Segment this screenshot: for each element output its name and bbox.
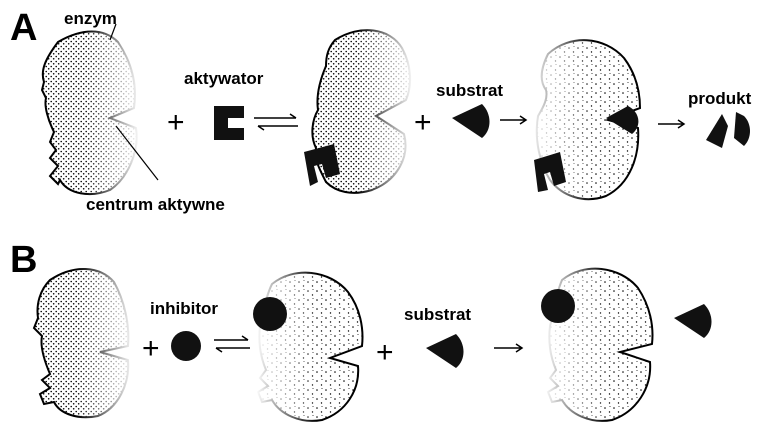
plus-b1: + [142,332,160,365]
plus-a1: + [167,106,185,139]
enzyme-a1 [40,28,140,198]
label-centrum-aktywne: centrum aktywne [86,195,225,214]
enzyme-a3 [530,34,644,206]
equilibrium-arrows-b [214,336,250,352]
bound-inhibitor-b2 [253,297,287,331]
label-inhibitor: inhibitor [150,299,218,318]
arrow-a2 [658,120,684,128]
plus-a2: + [414,106,432,139]
arrow-b1 [494,344,522,352]
label-enzym: enzym [64,9,117,28]
substrate-b [426,334,464,368]
plus-b2: + [376,336,394,369]
label-substrat-a: substrat [436,81,503,100]
enzyme-b1 [30,262,134,422]
enzyme-a2 [304,24,414,196]
activator-shape [214,106,244,140]
panel-a-label: A [10,7,37,49]
label-produkt: produkt [688,89,752,108]
arrow-a1 [500,116,526,124]
enzyme-b2 [253,268,366,425]
product-fragments [706,112,750,148]
label-aktywator: aktywator [184,69,264,88]
enzyme-b3 [541,264,656,425]
inhibitor-shape [171,331,201,361]
free-substrate-b [674,304,712,338]
equilibrium-arrows-a [254,114,298,130]
substrate-a [452,104,490,138]
bound-inhibitor-b3 [541,289,575,323]
label-substrat-b: substrat [404,305,471,324]
